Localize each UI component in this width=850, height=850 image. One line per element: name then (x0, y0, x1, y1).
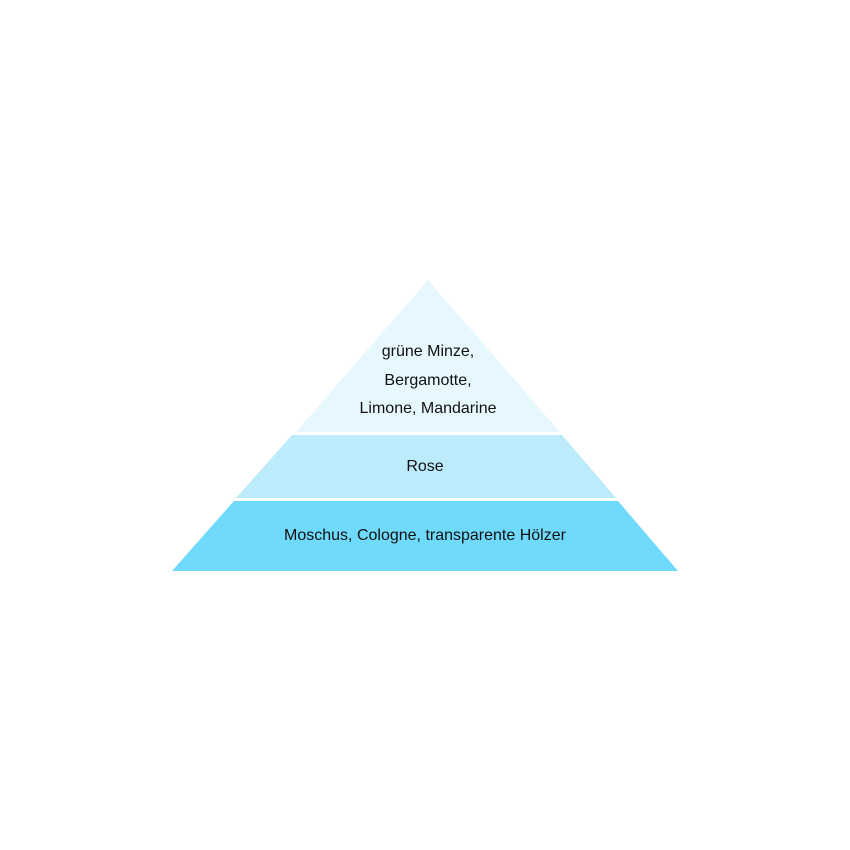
top-note-line-2: Bergamotte, (384, 372, 471, 389)
base-note-label: Moschus, Cologne, transparente Hölzer (284, 527, 567, 544)
top-note-line-3: Limone, Mandarine (360, 400, 497, 417)
pyramid-top-tier (296, 280, 560, 432)
pyramid-base-tier (172, 501, 678, 571)
heart-note-label: Rose (406, 458, 443, 475)
pyramid-middle-tier (236, 435, 616, 498)
top-note-line-1: grüne Minze, (382, 343, 475, 360)
